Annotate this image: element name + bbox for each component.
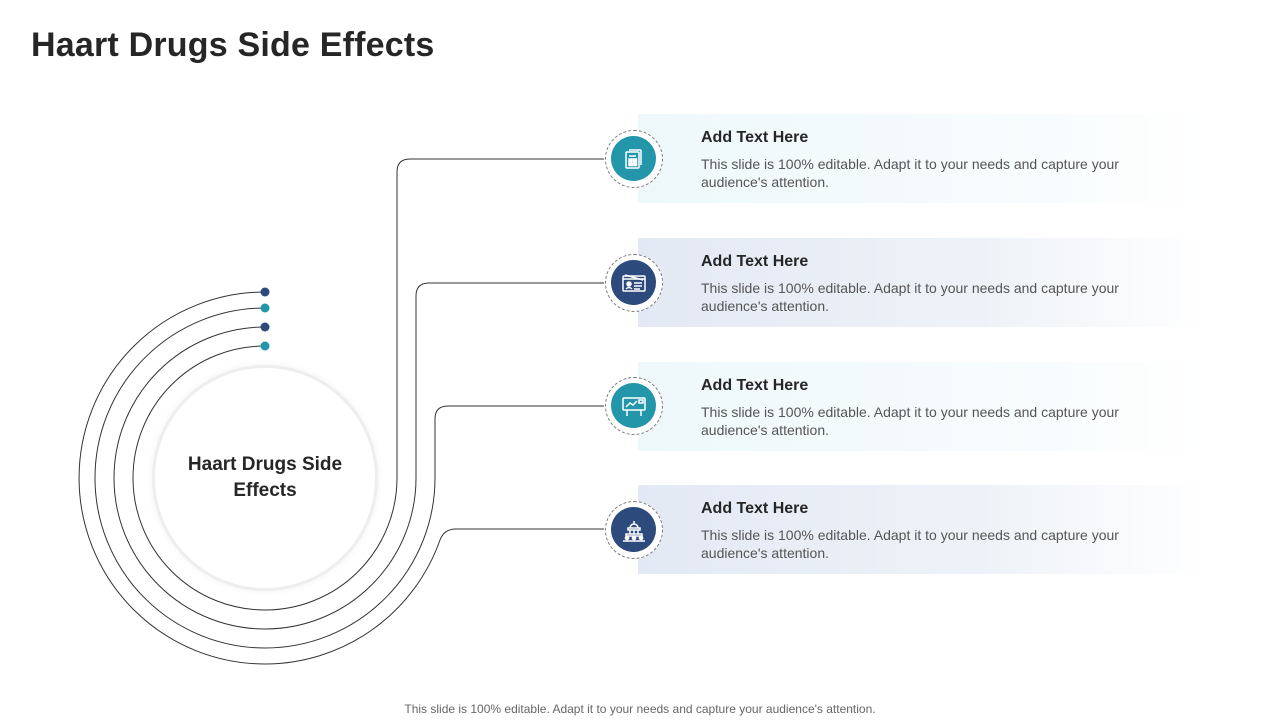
- connector-item-3: [94, 307, 604, 649]
- item-badge-3: [605, 377, 663, 435]
- government-building-icon: [611, 507, 656, 552]
- item-heading: Add Text Here: [701, 377, 809, 394]
- item-card-3: Add Text Here This slide is 100% editabl…: [638, 362, 1208, 451]
- item-card-4: Add Text Here This slide is 100% editabl…: [638, 485, 1208, 574]
- item-heading: Add Text Here: [701, 129, 809, 146]
- connector-dot-1: [260, 287, 270, 297]
- item-body: This slide is 100% editable. Adapt it to…: [701, 527, 1119, 561]
- item-body: This slide is 100% editable. Adapt it to…: [701, 404, 1119, 438]
- item-badge-4: [605, 501, 663, 559]
- item-card-2: Add Text Here This slide is 100% editabl…: [638, 238, 1208, 327]
- slide-title: Haart Drugs Side Effects: [31, 26, 435, 64]
- connector-dot-3: [260, 322, 270, 332]
- clipboard-document-icon: [611, 136, 656, 181]
- item-card-1: Add Text Here This slide is 100% editabl…: [638, 114, 1208, 203]
- connector-item-1: [132, 158, 604, 611]
- footer-note: This slide is 100% editable. Adapt it to…: [404, 702, 876, 716]
- item-badge-2: [605, 254, 663, 312]
- connector-item-4: [78, 291, 604, 665]
- connector-dot-4: [260, 341, 270, 351]
- presentation-board-icon: [611, 383, 656, 428]
- item-badge-1: [605, 130, 663, 188]
- item-body: This slide is 100% editable. Adapt it to…: [701, 156, 1119, 190]
- connector-dot-2: [260, 303, 270, 313]
- center-circle: Haart Drugs Side Effects: [155, 368, 375, 588]
- item-heading: Add Text Here: [701, 500, 809, 517]
- center-label: Haart Drugs Side Effects: [187, 454, 343, 501]
- item-heading: Add Text Here: [701, 253, 809, 270]
- item-body: This slide is 100% editable. Adapt it to…: [701, 280, 1119, 314]
- id-card-icon: [611, 260, 656, 305]
- connector-item-2: [113, 282, 604, 630]
